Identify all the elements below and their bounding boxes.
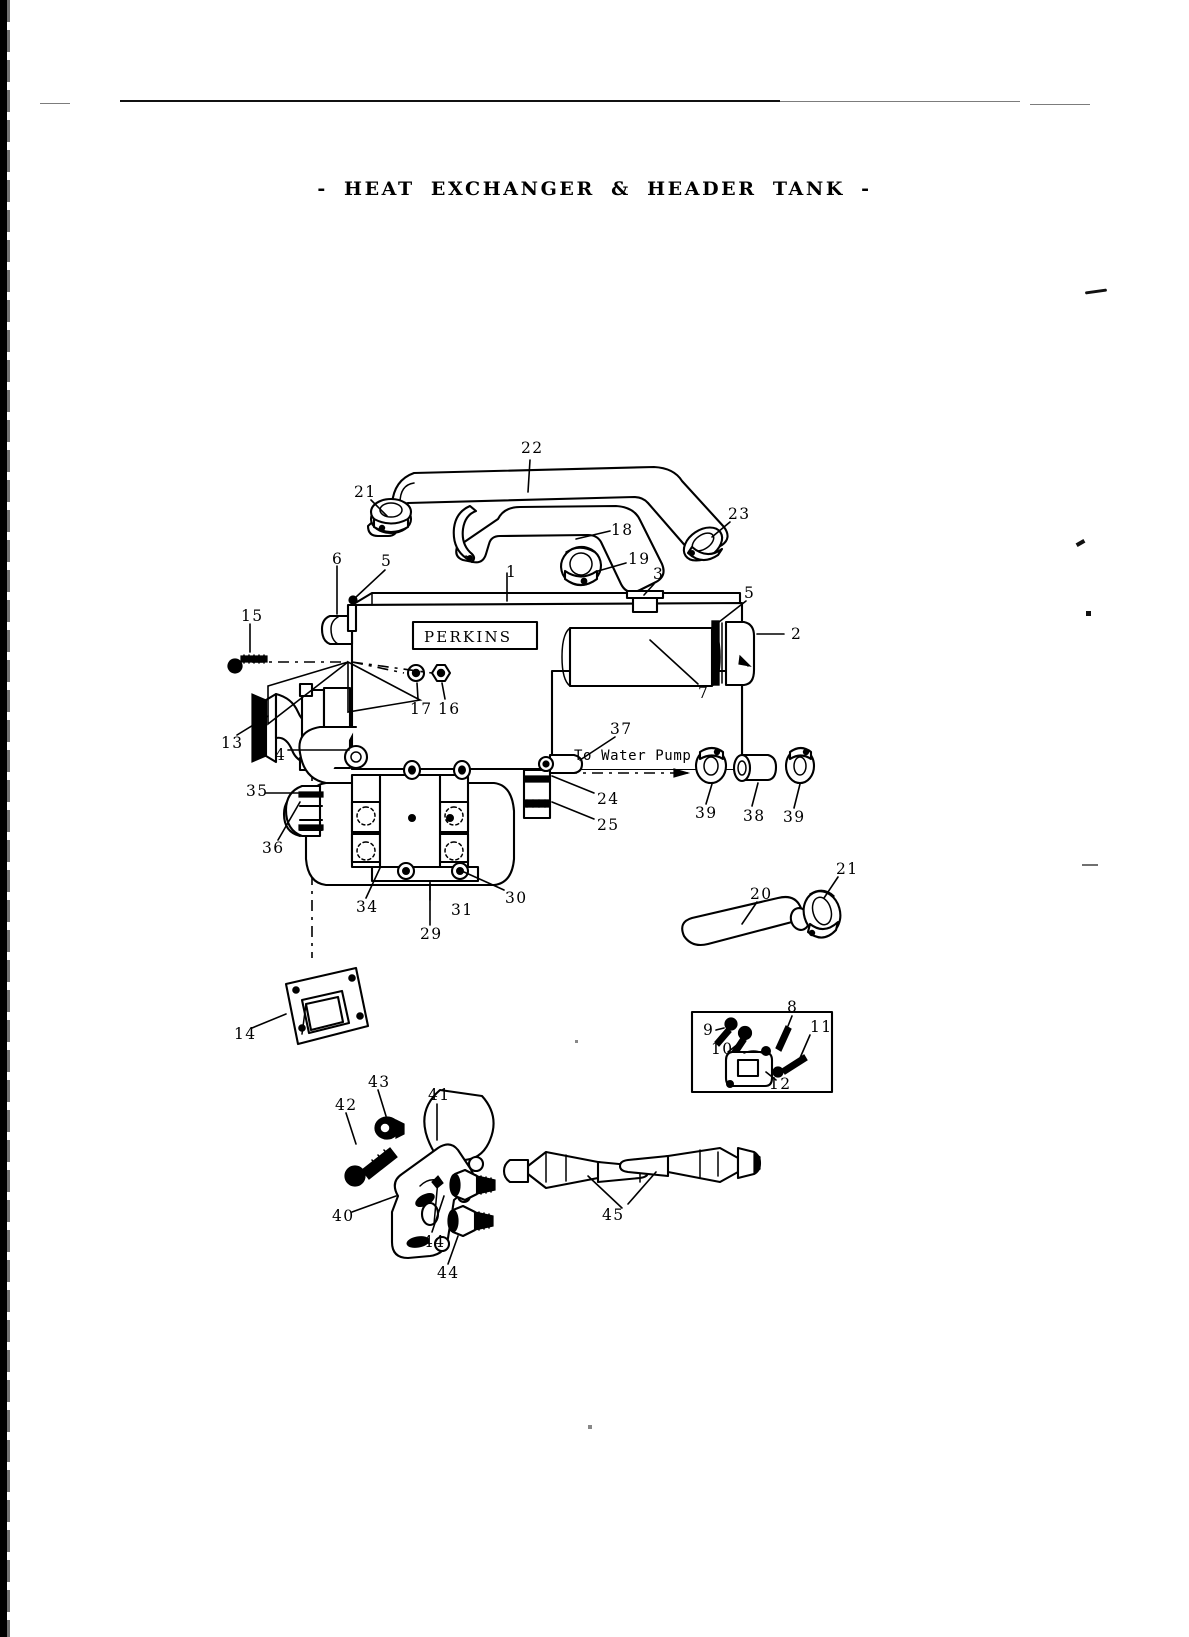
callout-36: 36 — [262, 839, 285, 857]
part-43-nut — [374, 1116, 405, 1140]
part-11-stud — [772, 1054, 808, 1078]
brand-plate-label: PERKINS — [424, 628, 513, 646]
part-21-hose-clip-upper — [369, 497, 413, 535]
part-18-water-pipe — [455, 504, 665, 594]
part-25-hose-clip — [523, 799, 551, 808]
to-water-pump-label: To Water Pump — [574, 748, 692, 764]
callout-30: 30 — [505, 889, 528, 907]
scan-speck-c — [1086, 611, 1091, 616]
part-38-rubber-sleeve — [732, 753, 778, 783]
part-20-return-hose — [681, 895, 811, 947]
part-14-gasket-plate — [284, 966, 370, 1046]
callout-25: 25 — [597, 816, 620, 834]
part-21-hose-clip-lower — [802, 889, 842, 939]
callout-17: 17 — [410, 700, 433, 718]
callout-14: 14 — [234, 1025, 257, 1043]
callout-4: 4 — [275, 746, 287, 764]
part-2-end-cover — [724, 620, 756, 687]
part-8-housing-stud — [775, 1025, 792, 1052]
callout-22: 22 — [521, 439, 544, 457]
part-44-union-nut-upper — [449, 1168, 496, 1202]
part-12-cover-plate — [724, 1045, 774, 1088]
part-17-washer — [406, 663, 426, 683]
callout-39-right: 39 — [783, 808, 806, 826]
callout-40: 40 — [332, 1207, 355, 1225]
scan-speck-f — [588, 1425, 592, 1429]
part-44-union-nut-lower — [447, 1204, 494, 1238]
callout-12: 12 — [769, 1075, 792, 1093]
part-35-hose-clip — [298, 791, 324, 831]
callout-42: 42 — [335, 1096, 358, 1114]
callout-21-lower: 21 — [836, 860, 859, 878]
scan-edge-left — [0, 0, 7, 1637]
part-39-hose-clip-left — [694, 746, 728, 785]
part-5-joint-right — [711, 620, 727, 686]
callout-7: 7 — [698, 684, 710, 702]
callout-15: 15 — [241, 607, 264, 625]
part-9-setscrew — [714, 1017, 738, 1047]
callout-21-upper: 21 — [354, 483, 377, 501]
callout-35: 35 — [246, 782, 269, 800]
callout-13: 13 — [221, 734, 244, 752]
scan-edge-left-speckle — [7, 0, 10, 1637]
part-6-outlet-stub — [320, 603, 358, 646]
part-42-setscrew — [344, 1147, 398, 1187]
callout-23: 23 — [728, 505, 751, 523]
part-40-mounting-bracket — [390, 1143, 475, 1260]
callout-6: 6 — [332, 550, 344, 568]
scan-rule-top-left-dash — [40, 103, 70, 104]
callout-16: 16 — [438, 700, 461, 718]
callout-24: 24 — [597, 790, 620, 808]
part-16-nut — [430, 663, 452, 683]
callout-38: 38 — [743, 807, 766, 825]
scan-rule-top-faint — [780, 101, 1020, 102]
callout-39-left: 39 — [695, 804, 718, 822]
callout-20: 20 — [750, 885, 773, 903]
callout-1: 1 — [506, 563, 518, 581]
callout-19: 19 — [628, 550, 651, 568]
callout-37: 37 — [610, 720, 633, 738]
callout-44-lower: 44 — [437, 1264, 460, 1282]
callout-9: 9 — [703, 1021, 715, 1039]
part-15-setscrew — [227, 654, 268, 674]
callout-11: 11 — [810, 1018, 833, 1036]
part-7-tube-stack — [561, 626, 721, 688]
callout-18: 18 — [611, 521, 634, 539]
callout-2: 2 — [791, 625, 803, 643]
hose-clip-pipe18-left — [452, 504, 478, 564]
part-19-hose-clip — [560, 545, 602, 587]
callout-29: 29 — [420, 925, 443, 943]
callout-5-left: 5 — [381, 552, 393, 570]
callout-3: 3 — [653, 565, 665, 583]
page-title: - HEAT EXCHANGER & HEADER TANK - — [317, 178, 872, 200]
callout-41: 41 — [428, 1086, 451, 1104]
leader-lines — [236, 459, 839, 1265]
callout-5-right: 5 — [744, 584, 756, 602]
scan-speck-e — [575, 1040, 578, 1043]
part-45-oil-pipe-right — [618, 1146, 762, 1184]
scan-rule-top-right-dash — [1030, 104, 1090, 105]
scan-rule-top — [120, 100, 780, 102]
scan-speck-d — [1082, 864, 1098, 866]
callout-8: 8 — [787, 998, 799, 1016]
callout-43: 43 — [368, 1073, 391, 1091]
part-29-oil-cooler — [282, 725, 516, 887]
part-39-hose-clip-right — [784, 746, 816, 785]
part-24-connector-pipe — [522, 768, 552, 820]
callout-10: 10 — [711, 1040, 734, 1058]
to-water-pump-leader — [566, 768, 691, 778]
callout-31: 31 — [451, 901, 474, 919]
callout-44-upper: 44 — [423, 1233, 446, 1251]
callout-34: 34 — [356, 898, 379, 916]
callout-45: 45 — [602, 1206, 625, 1224]
inset-box-thermostat-parts — [690, 1010, 834, 1094]
